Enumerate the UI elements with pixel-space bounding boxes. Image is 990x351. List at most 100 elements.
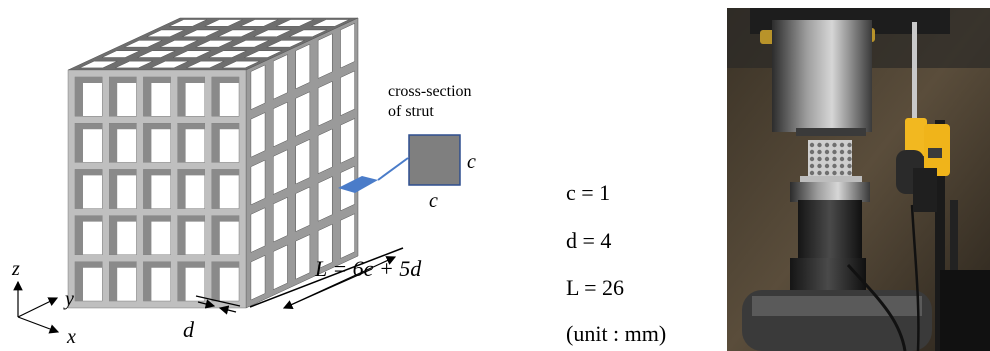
lattice-cell-shadow: [177, 77, 205, 117]
lattice-right-cell: [340, 213, 355, 259]
length-formula: L = 6c + 5d: [314, 256, 422, 281]
lattice-top-cell: [204, 19, 243, 27]
lattice-right-cell: [273, 196, 288, 243]
axis-x-label: x: [66, 326, 76, 348]
parameter-L: L = 26: [566, 275, 624, 300]
cell-size-label: d: [183, 317, 195, 342]
lattice-cell-shadow: [143, 169, 171, 209]
lattice-cell-shadow: [143, 215, 171, 255]
lattice-cell-shadow: [177, 169, 205, 209]
sample-cell: [809, 163, 815, 169]
sample-cell: [817, 163, 822, 169]
lattice-right-cell: [340, 70, 355, 116]
lattice-right-cell: [340, 22, 355, 69]
lattice-top-cell: [173, 50, 212, 58]
lattice-top-cell: [217, 29, 256, 37]
lattice-right-cell: [317, 223, 333, 270]
lattice-top-cell: [150, 60, 189, 69]
lattice-right-cell: [250, 64, 266, 110]
sample-cell: [839, 156, 845, 162]
sample-cell: [824, 149, 830, 155]
lattice-right-cell: [317, 176, 333, 222]
lattice-top-cell: [289, 29, 328, 37]
lattice-top-cell: [182, 29, 221, 37]
sample-cell: [824, 163, 830, 169]
axis-z-label: z: [11, 258, 20, 280]
length-dimension: [249, 247, 404, 309]
sample-cell: [832, 170, 837, 176]
lattice-cell-shadow: [109, 261, 137, 301]
lattice-cell-shadow: [75, 261, 103, 301]
lattice-top-cell: [231, 40, 270, 48]
lattice-top-cell: [115, 60, 154, 69]
sample-cell: [809, 170, 815, 176]
lattice-cube: [67, 17, 359, 309]
lattice-top-cell: [275, 19, 314, 27]
lattice-cell-shadow: [143, 123, 171, 163]
lattice-right-cell: [273, 149, 288, 195]
lattice-top-cell: [124, 40, 163, 48]
compression-test-photo: [727, 8, 990, 351]
cross-section-side-label: c: [467, 151, 476, 173]
cross-section-label-line2: of strut: [388, 103, 434, 120]
sample-cell: [839, 170, 845, 176]
lattice-cell-shadow: [177, 123, 205, 163]
sample-cell: [809, 149, 815, 155]
sample-cell: [832, 163, 837, 169]
lattice-right-cell: [250, 159, 266, 206]
lattice-right-cell: [295, 43, 311, 90]
lattice-top-cell: [79, 60, 118, 69]
sample-cell: [839, 163, 845, 169]
cross-section-pointer: [338, 157, 409, 193]
sample-cell: [809, 142, 815, 148]
sample-cell: [832, 149, 837, 155]
lattice-cell-shadow: [177, 215, 205, 255]
lattice-right-cell: [317, 33, 333, 79]
lattice-cell-shadow: [109, 215, 137, 255]
lattice-cell-shadow: [75, 215, 103, 255]
lattice-right-cell: [250, 112, 266, 158]
sample-cell: [832, 142, 837, 148]
cross-section-label-line1: cross-section: [388, 83, 472, 100]
lattice-top-cell: [169, 19, 208, 27]
lattice-cell-shadow: [177, 261, 205, 301]
lattice-top-cell: [244, 50, 283, 58]
sample-cell: [817, 149, 822, 155]
lattice-top-cell: [208, 50, 247, 58]
sample-cell: [847, 163, 852, 169]
lattice-cell-shadow: [143, 261, 171, 301]
lattice-top-cell: [221, 60, 260, 69]
lattice-right-cell: [273, 101, 288, 148]
sample-cell: [817, 142, 822, 148]
lattice-right-cell: [317, 80, 333, 127]
lattice-right-cell: [295, 91, 311, 137]
lattice-cell-shadow: [75, 169, 103, 209]
sample-cell: [817, 170, 822, 176]
sample-cell: [839, 149, 845, 155]
sample-cell: [817, 156, 822, 162]
lattice-cell-shadow: [109, 123, 137, 163]
lattice-right-cell: [250, 207, 266, 253]
lattice-right-cell: [273, 54, 288, 100]
lattice-top-cell: [266, 40, 305, 48]
lattice-right-cell: [295, 138, 311, 185]
parameter-list: c = 1 d = 4 L = 26 (unit : mm): [566, 180, 666, 346]
axis-triad: [13, 280, 60, 334]
lattice-cell-shadow: [109, 77, 137, 117]
lattice-top-cell: [240, 19, 279, 27]
lattice-right-cell: [250, 254, 266, 301]
lattice-cell-shadow: [211, 261, 239, 301]
cross-section-bottom-label: c: [429, 190, 438, 212]
lattice-cell-shadow: [75, 77, 103, 117]
lattice-right-cell: [273, 244, 288, 290]
lattice-right-cell: [295, 186, 311, 232]
cross-section-square: [408, 134, 461, 186]
lattice-right-cell: [317, 128, 333, 174]
lattice-top-cell: [137, 50, 176, 58]
sample-cell: [809, 156, 815, 162]
lattice-cell-shadow: [75, 123, 103, 163]
lattice-right-cell: [295, 234, 311, 280]
lattice-top-cell: [101, 50, 140, 58]
lattice-top-cell: [186, 60, 225, 69]
